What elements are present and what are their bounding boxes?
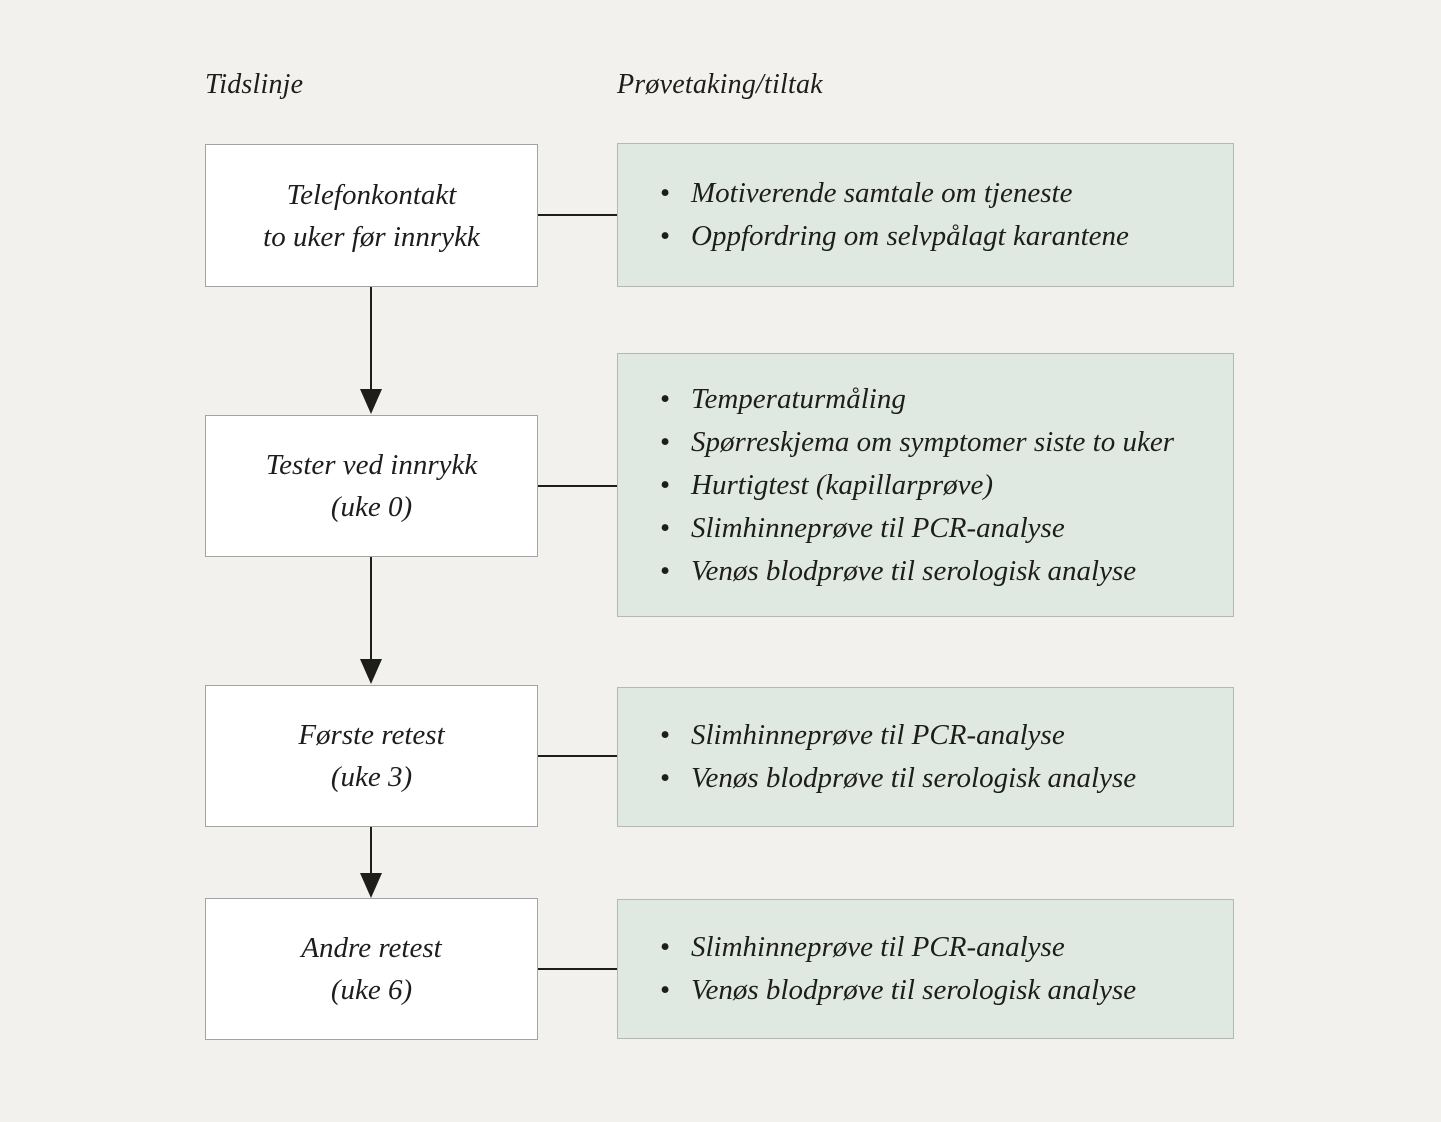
timeline-step-tester-ved-innrykk: Tester ved innrykk (uke 0) [205,415,538,557]
action-list: Slimhinneprøve til PCR-analyse Venøs blo… [618,926,1156,1012]
timeline-step-label-line1: Første retest [298,719,445,751]
flow-arrow-line [370,827,372,874]
timeline-step-label-line1: Telefonkontakt [286,178,457,211]
timeline-column-header: Tidslinje [205,69,304,100]
flow-arrow-line [370,287,372,390]
action-item: Slimhinneprøve til PCR-analyse [660,926,1136,969]
action-item: Venøs blodprøve til serologisk analyse [660,757,1136,800]
timeline-step-label-line2: to uker før innrykk [263,220,480,253]
action-item: Venøs blodprøve til serologisk analyse [660,969,1136,1012]
timeline-step-label-line1: Tester ved innrykk [265,449,478,481]
action-list: Motiverende samtale om tjeneste Oppfordr… [618,172,1149,258]
flow-arrow-head-icon [360,389,382,414]
action-item: Motiverende samtale om tjeneste [660,172,1129,215]
timeline-step-andre-retest: Andre retest (uke 6) [205,898,538,1040]
connector-line [538,968,617,970]
action-item: Hurtigtest (kapillarprøve) [660,464,1174,507]
timeline-step-label-line2: (uke 0) [330,491,413,523]
connector-line [538,214,617,216]
action-item: Slimhinneprøve til PCR-analyse [660,507,1174,550]
connector-line [538,485,617,487]
action-item: Slimhinneprøve til PCR-analyse [660,714,1136,757]
flow-arrow-line [370,557,372,660]
actions-panel-tester-ved-innrykk: Temperaturmåling Spørreskjema om symptom… [617,353,1234,617]
actions-panel-telefonkontakt: Motiverende samtale om tjeneste Oppfordr… [617,143,1234,287]
actions-column-header: Prøvetaking/tiltak [617,69,823,100]
connector-line [538,755,617,757]
actions-panel-andre-retest: Slimhinneprøve til PCR-analyse Venøs blo… [617,899,1234,1039]
action-list: Temperaturmåling Spørreskjema om symptom… [618,378,1194,593]
action-item: Temperaturmåling [660,378,1174,421]
flow-arrow-head-icon [360,659,382,684]
timeline-step-label-line1: Andre retest [301,932,442,964]
actions-panel-forste-retest: Slimhinneprøve til PCR-analyse Venøs blo… [617,687,1234,827]
action-item: Spørreskjema om symptomer siste to uker [660,421,1174,464]
flow-arrow-head-icon [360,873,382,898]
timeline-step-label-line2: (uke 6) [330,974,413,1006]
action-item: Oppfordring om selvpålagt karantene [660,215,1129,258]
timeline-step-label-line2: (uke 3) [330,761,413,793]
action-list: Slimhinneprøve til PCR-analyse Venøs blo… [618,714,1156,800]
timeline-step-telefonkontakt: Telefonkontakt to uker før innrykk [205,144,538,287]
timeline-step-forste-retest: Første retest (uke 3) [205,685,538,827]
action-item: Venøs blodprøve til serologisk analyse [660,550,1174,593]
